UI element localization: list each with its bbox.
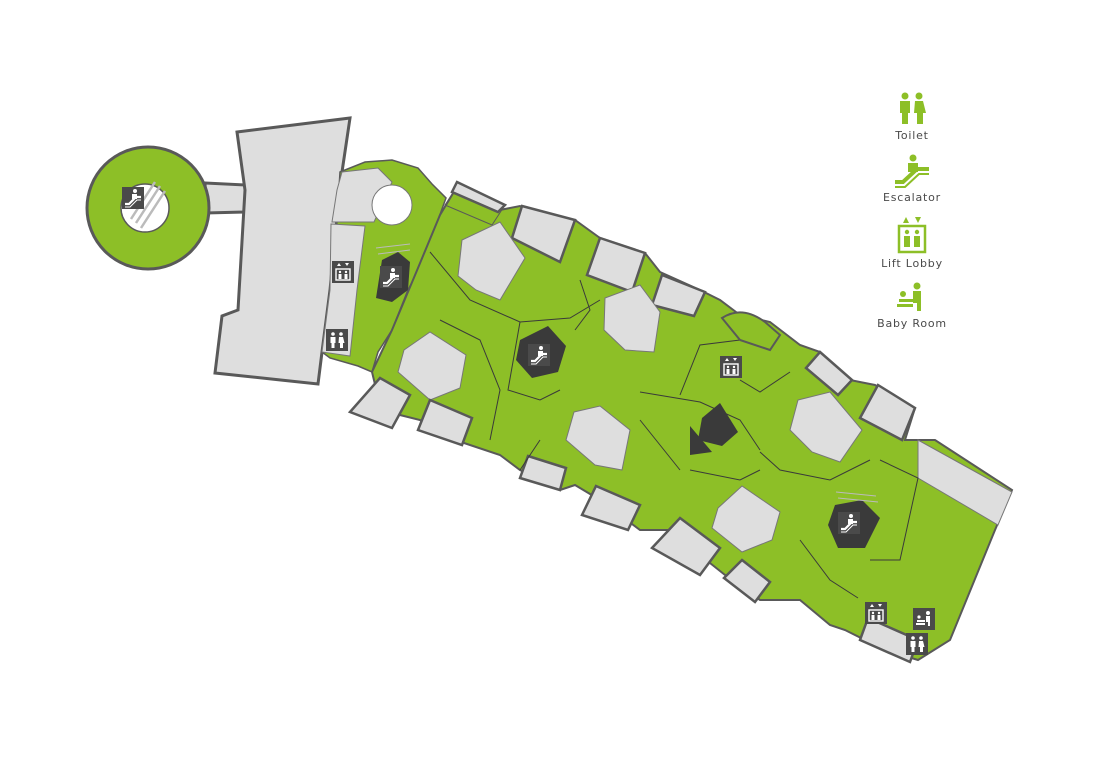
block-a <box>457 221 526 301</box>
center-east-void <box>698 403 738 446</box>
baby-room-marker[interactable] <box>913 608 935 630</box>
lift-marker-west[interactable] <box>331 260 355 284</box>
legend-item-escalator: Escalator <box>868 154 956 204</box>
block-f <box>711 485 781 553</box>
legend-item-baby-room: Baby Room <box>868 282 956 330</box>
toilet-icon <box>900 92 926 124</box>
legend-item-toilet: Toilet <box>868 92 956 142</box>
middle-round-bay <box>720 311 782 352</box>
escalator-marker-west[interactable] <box>378 264 404 290</box>
round-atrium <box>85 145 248 271</box>
block-b <box>397 331 467 401</box>
north-unit-1[interactable] <box>510 204 577 264</box>
lift-icon <box>864 601 888 625</box>
block-g <box>917 439 1013 526</box>
block-d <box>565 405 631 471</box>
toilet-marker-west[interactable] <box>326 329 348 351</box>
lift-icon <box>719 355 743 379</box>
south-unit-6[interactable] <box>722 558 772 604</box>
legend-label-lift: Lift Lobby <box>881 257 943 270</box>
block-e <box>789 391 863 463</box>
west-escalator-steps <box>375 243 411 255</box>
escalator-marker-atrium[interactable] <box>120 185 146 211</box>
legend-item-lift: Lift Lobby <box>868 216 956 270</box>
lift-marker-middle[interactable] <box>719 355 743 379</box>
north-unit-5[interactable] <box>858 383 917 442</box>
southeast-service <box>858 616 920 664</box>
south-unit-1[interactable] <box>347 376 412 430</box>
escalator-marker-center[interactable] <box>526 342 552 368</box>
connector-bridge <box>203 181 248 215</box>
east-escalator-steps <box>835 491 879 503</box>
legend-label-toilet: Toilet <box>895 129 929 142</box>
legend-label-escalator: Escalator <box>882 191 942 204</box>
toilet-marker-southeast[interactable] <box>906 633 928 655</box>
baby-room-icon <box>913 608 935 630</box>
west-core-service <box>321 223 366 357</box>
block-c <box>603 284 661 353</box>
legend-label-baby-room: Baby Room <box>877 317 947 330</box>
north-unit-3[interactable] <box>650 273 707 318</box>
central-units <box>347 180 1013 664</box>
lift-icon <box>897 217 927 254</box>
escalator-icon <box>836 510 862 536</box>
south-unit-2[interactable] <box>416 398 474 447</box>
escalator-icon <box>378 264 404 290</box>
south-unit-4[interactable] <box>580 484 642 532</box>
escalator-icon <box>895 154 929 188</box>
map-legend: Toilet Escalator Lift Lobby <box>868 92 956 342</box>
escalator-icon <box>526 342 552 368</box>
lift-icon <box>331 260 355 284</box>
toilet-icon <box>326 329 348 351</box>
toilet-icon <box>906 633 928 655</box>
lift-marker-southeast[interactable] <box>864 601 888 625</box>
south-unit-5[interactable] <box>650 516 722 577</box>
west-block <box>213 116 447 386</box>
north-unit-4[interactable] <box>804 350 854 397</box>
west-round-void <box>371 184 413 226</box>
escalator-icon <box>120 185 146 211</box>
baby-room-icon <box>897 282 921 311</box>
escalator-marker-east[interactable] <box>836 510 862 536</box>
west-anchor-store[interactable] <box>213 116 352 386</box>
south-unit-3[interactable] <box>518 454 568 492</box>
center-east-void-2 <box>690 426 712 455</box>
